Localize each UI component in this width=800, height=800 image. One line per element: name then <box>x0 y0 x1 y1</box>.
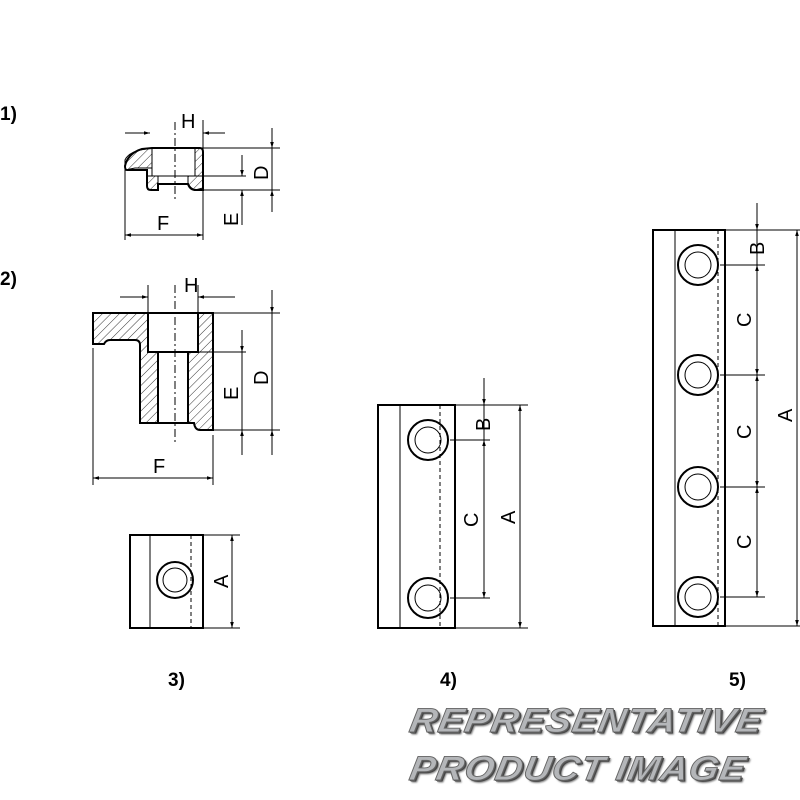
figure-5-dim-c-1: C <box>734 313 756 327</box>
watermark-line-1: REPRESENTATIVE <box>406 702 766 741</box>
figure-5-body <box>652 229 726 627</box>
figure-1-dim-h: H <box>181 111 195 133</box>
figure-1-section-right <box>187 147 204 191</box>
figure-1: 1) H D E F <box>0 104 280 240</box>
figure-5-hole-1 <box>677 244 719 286</box>
figure-3-number: 3) <box>168 670 185 691</box>
figure-3-dim-a: A <box>211 574 233 588</box>
figure-4-dim-b: B <box>473 418 495 431</box>
figure-1-outline <box>123 147 204 191</box>
figure-5-hole-3 <box>677 466 719 508</box>
figure-4-body <box>377 404 456 629</box>
figure-3-hole <box>156 561 194 599</box>
figure-2-dim-d: D <box>251 371 273 385</box>
figure-5-hole-2 <box>677 354 719 396</box>
figure-2-number: 2) <box>0 269 17 290</box>
figure-5-dim-c-3: C <box>734 535 756 549</box>
figure-3: A 3) <box>129 534 240 691</box>
figure-5-hole-4 <box>677 576 719 618</box>
figure-4: B C A 4) <box>377 378 528 691</box>
figure-5-dim-c-2: C <box>734 425 756 439</box>
figure-1-dim-f: F <box>157 213 169 235</box>
watermark-line-2: PRODUCT IMAGE <box>406 750 750 789</box>
figure-2: 2) H D E F <box>0 269 280 485</box>
figure-1-dim-d: D <box>251 166 273 180</box>
figure-4-number: 4) <box>440 670 457 691</box>
figure-4-dim-c: C <box>461 513 483 527</box>
figure-4-hole-1 <box>407 419 449 461</box>
figure-2-dim-h: H <box>184 275 198 297</box>
figure-4-hole-2 <box>407 577 449 619</box>
figure-2-dim-e: E <box>221 387 243 400</box>
figure-2-section-right <box>187 312 214 431</box>
figure-4-dim-a: A <box>498 510 520 524</box>
figure-2-dim-f: F <box>153 456 165 478</box>
figure-3-body <box>129 534 204 629</box>
figure-2-section-left <box>92 312 159 424</box>
figure-1-number: 1) <box>0 104 17 125</box>
figure-1-dim-e: E <box>221 213 243 226</box>
figure-5-dim-a: A <box>775 408 797 422</box>
figure-5-dim-b: B <box>747 242 769 255</box>
figure-5: B C C C A 5) <box>652 203 800 691</box>
figure-5-number: 5) <box>729 670 746 691</box>
